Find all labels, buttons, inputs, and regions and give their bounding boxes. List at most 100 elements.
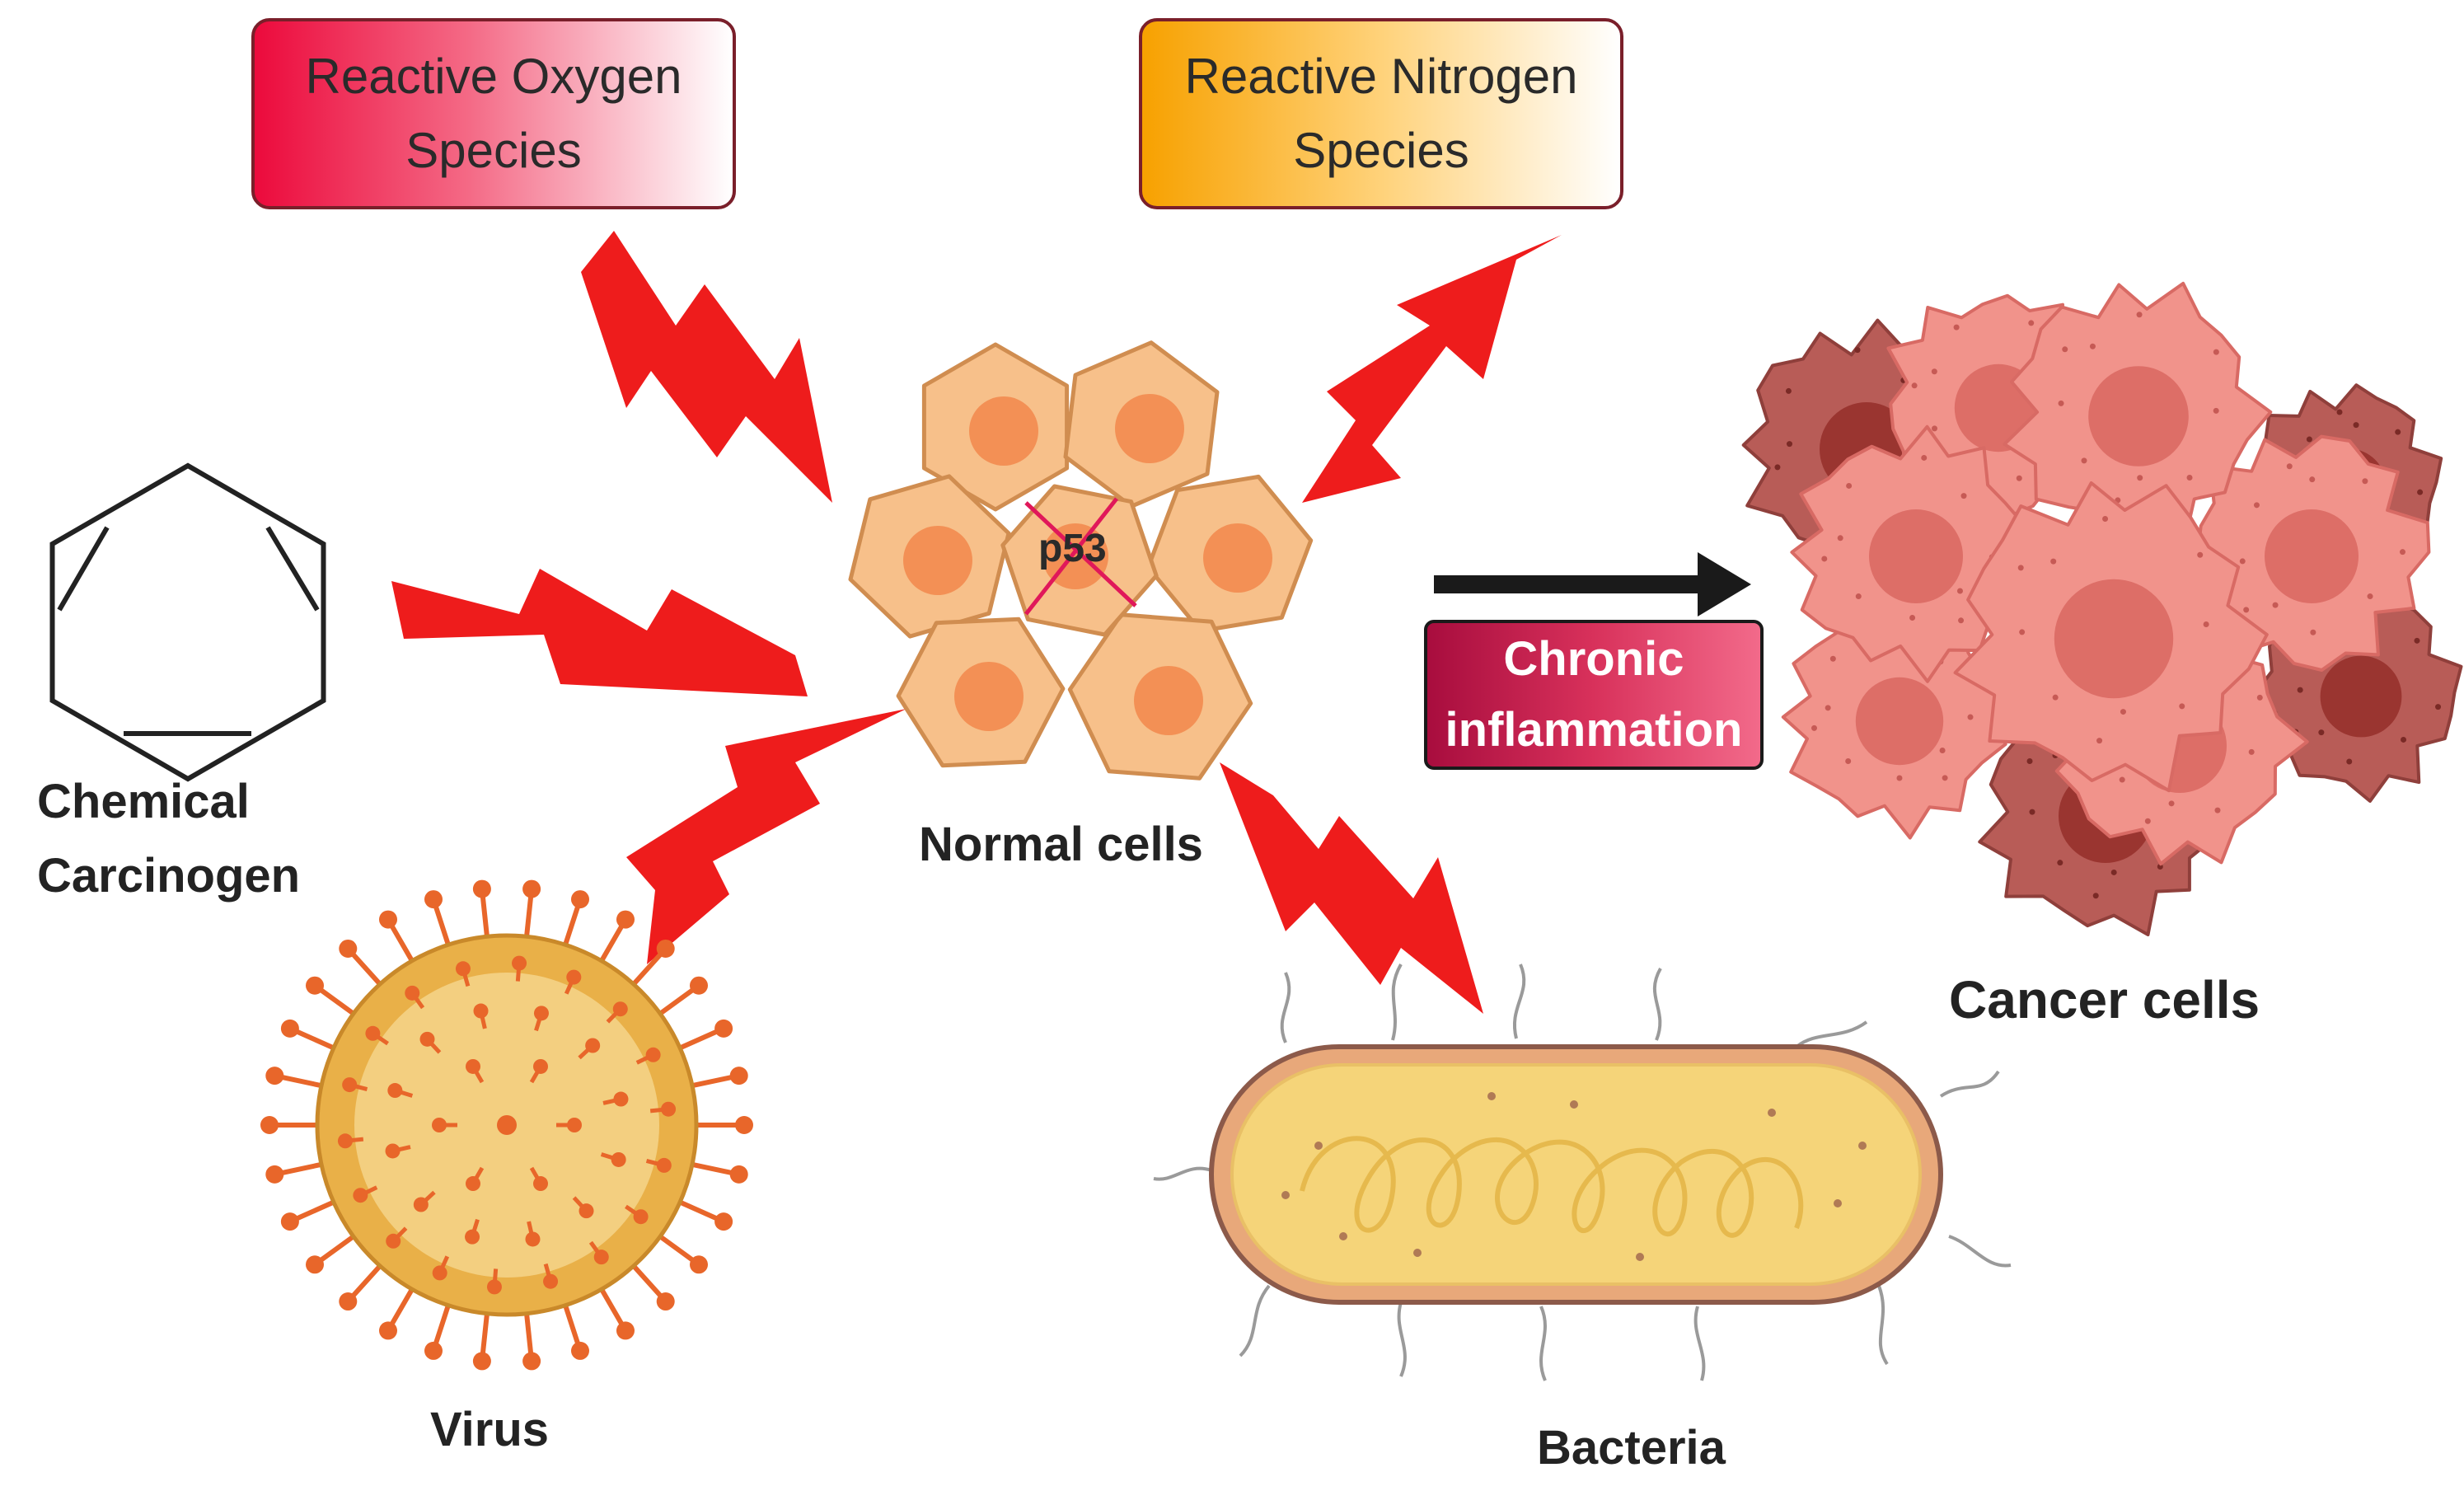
normal-cell-nucleus bbox=[903, 526, 972, 595]
virus-surface-head bbox=[612, 1001, 628, 1017]
cancer-cell-granule bbox=[2306, 436, 2312, 443]
bacteria-flagellum bbox=[1239, 1284, 1271, 1357]
bacteria-label: Bacteria bbox=[1537, 1421, 1726, 1475]
virus-spike-head bbox=[522, 1352, 541, 1371]
cancer-cell-granule bbox=[2120, 709, 2126, 715]
cancer-cell-granule bbox=[2203, 621, 2209, 627]
virus-surface-head bbox=[525, 1231, 541, 1247]
bacteria-granule bbox=[1858, 1142, 1867, 1150]
benzene-double-bond bbox=[265, 526, 320, 612]
virus-spike-head bbox=[656, 939, 675, 958]
cancer-cell-granule bbox=[2243, 607, 2250, 613]
cancer-cell-granule bbox=[1958, 617, 1965, 624]
lightning-bolt-4 bbox=[626, 709, 906, 964]
virus-spike-head bbox=[656, 1292, 675, 1311]
normal-cell-nucleus bbox=[954, 662, 1024, 731]
bacteria-flagellum bbox=[1391, 964, 1403, 1041]
cancer-cell-nucleus bbox=[2088, 366, 2189, 467]
p53-cross-line bbox=[1024, 501, 1137, 607]
virus-spike-head bbox=[265, 1067, 284, 1085]
bacteria-cytoplasm bbox=[1230, 1063, 1922, 1286]
chronic-line-1: Chronic bbox=[1503, 632, 1684, 686]
virus-surface-head bbox=[512, 955, 527, 971]
cancer-cell-granule bbox=[2119, 776, 2125, 783]
virus-surface-head bbox=[419, 1031, 435, 1047]
virus-surface-head bbox=[566, 969, 582, 985]
cancer-cell-granule bbox=[2286, 463, 2293, 470]
bacteria-granule bbox=[1570, 1100, 1578, 1109]
virus-spike-head bbox=[306, 1255, 325, 1274]
bacteria-flagellum bbox=[1153, 1166, 1212, 1181]
cancer-cell-granule bbox=[1942, 775, 1948, 781]
virus-surface-head bbox=[455, 961, 471, 977]
virus-spike-head bbox=[616, 1321, 635, 1340]
cancer-cells-label: Cancer cells bbox=[1949, 970, 2260, 1029]
virus-spike-head bbox=[280, 1212, 299, 1231]
virus-surface-head bbox=[611, 1151, 626, 1167]
virus-surface-head bbox=[645, 1047, 661, 1062]
cancer-cell-granule bbox=[1855, 593, 1862, 600]
cancer-cell-granule bbox=[2102, 516, 2109, 523]
bacteria-granule bbox=[1314, 1142, 1323, 1150]
cancer-cell-granule bbox=[2253, 502, 2260, 509]
cancer-cell-granule bbox=[1787, 441, 1793, 448]
bacteria-flagellum bbox=[1877, 1285, 1889, 1366]
chronic-inflammation-box: Chronic inflammation bbox=[1424, 620, 1764, 770]
normal-cells-cluster bbox=[848, 340, 1314, 781]
virus-surface-head bbox=[579, 1203, 594, 1219]
cancer-cell-granule bbox=[2214, 807, 2221, 813]
cancer-cell-granule bbox=[2050, 558, 2057, 565]
cancer-cell-granule bbox=[1932, 425, 1938, 432]
cancer-cell-granule bbox=[2110, 869, 2117, 875]
virus-surface-head bbox=[386, 1233, 401, 1249]
cancer-cell-granule bbox=[2435, 704, 2442, 710]
cancer-cell-nucleus bbox=[2054, 579, 2174, 699]
cancer-cell-granule bbox=[1845, 758, 1852, 765]
normal-cell-nucleus bbox=[969, 396, 1038, 466]
virus-spike-head bbox=[472, 1352, 491, 1371]
cancer-cell-granule bbox=[2399, 549, 2405, 556]
cancer-cell-granule bbox=[2213, 407, 2219, 414]
cancer-cell-granule bbox=[2179, 703, 2185, 710]
cancer-cell-granule bbox=[1774, 464, 1781, 471]
cancer-cell-granule bbox=[1931, 368, 1937, 375]
cancer-cell-granule bbox=[2057, 860, 2063, 866]
cancer-cell-granule bbox=[1821, 556, 1828, 562]
cancer-cell-granule bbox=[2096, 738, 2103, 744]
chemical-carcinogen-label: Chemical Carcinogen bbox=[37, 765, 300, 913]
chemical-label-line-1: Chemical bbox=[37, 775, 250, 828]
virus-surface-head bbox=[533, 1006, 549, 1021]
cancer-cell-granule bbox=[2052, 694, 2059, 701]
cancer-cell-granule bbox=[2256, 694, 2263, 701]
cancer-cell-granule bbox=[1960, 493, 1967, 499]
cancer-cell-granule bbox=[1837, 535, 1843, 542]
cancer-cell-granule bbox=[2310, 629, 2316, 635]
normal-cell-nucleus bbox=[1134, 666, 1203, 735]
bacteria-flagellum bbox=[1939, 1070, 2000, 1098]
cancer-cell-granule bbox=[2062, 346, 2068, 353]
cancer-cell-granule bbox=[2395, 429, 2401, 435]
cancer-cell-granule bbox=[1785, 387, 1792, 394]
bacteria-flagellum bbox=[1693, 1306, 1706, 1381]
cancer-cell-granule bbox=[2417, 489, 2424, 495]
bacteria-flagellum bbox=[1397, 1301, 1407, 1377]
bacteria-granule bbox=[1413, 1249, 1422, 1257]
virus-label: Virus bbox=[430, 1403, 550, 1456]
cancer-cell-granule bbox=[2197, 551, 2204, 558]
bacteria-dna bbox=[1300, 1136, 1804, 1238]
lightning-bolt-2 bbox=[1302, 235, 1562, 503]
cancer-cell-granule bbox=[2029, 809, 2035, 815]
cancer-cell-granule bbox=[2353, 422, 2359, 429]
cancer-cell-granule bbox=[1921, 454, 1928, 461]
p53-label: p53 bbox=[1038, 527, 1107, 570]
virus-spike-head bbox=[339, 1292, 358, 1311]
reactive-oxygen-species-box: Reactive Oxygen Species bbox=[251, 18, 736, 209]
virus-surface-head bbox=[543, 1273, 559, 1289]
virus-surface-head bbox=[567, 1118, 582, 1132]
lightning-bolts bbox=[391, 231, 1562, 1014]
cancer-cell-granule bbox=[1896, 775, 1903, 781]
reactive-nitrogen-species-box: Reactive Nitrogen Species bbox=[1139, 18, 1623, 209]
bacteria-granule bbox=[1636, 1253, 1644, 1261]
